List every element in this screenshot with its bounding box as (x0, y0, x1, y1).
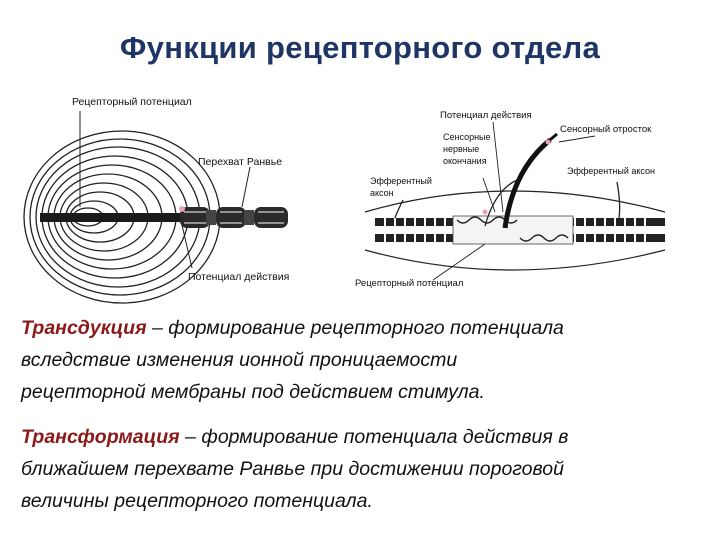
label-receptor-potential-right: Рецепторный потенциал (355, 278, 463, 289)
transformation-line-1: – формирование потенциала действия в (180, 426, 569, 448)
transformation-term: Трансформация (21, 426, 180, 448)
transformation-line-2: ближайшем перехвате Ранвье при достижени… (21, 458, 564, 480)
label-sensory-endings-1: Сенсорные (443, 132, 491, 142)
label-action-potential-right: Потенциал действия (440, 110, 532, 121)
transduction-term: Трансдукция (21, 317, 147, 339)
label-ranvier-node: Перехват Ранвье (198, 156, 282, 168)
label-receptor-potential: Рецепторный потенциал (72, 96, 192, 108)
label-efferent-left-1: Эфферентный (370, 176, 432, 186)
page-title: Функции рецепторного отдела (0, 30, 720, 66)
label-sensory-endings-2: нервные (443, 144, 479, 154)
label-efferent-right: Эфферентный аксон (567, 166, 655, 176)
muscle-spindle-figure: Потенциал действия Сенсорный отросток Се… (345, 100, 680, 300)
label-action-potential: Потенциал действия (188, 271, 289, 283)
pacinian-corpuscle-figure: Рецепторный потенциал Перехват Ранвье По… (10, 85, 330, 305)
transduction-line-2: вследствие изменения ионной проницаемост… (21, 349, 457, 371)
muscle-spindle-diagram: Потенциал действия Сенсорный отросток Се… (345, 100, 680, 300)
transduction-line-1: – формирование рецепторного потенциала (147, 317, 564, 339)
label-efferent-left-2: аксон (370, 188, 394, 198)
label-sensory-endings-3: окончания (443, 156, 487, 166)
transduction-paragraph: Трансдукция – формирование рецепторного … (21, 312, 701, 408)
transduction-line-3: рецепторной мембраны под действием стиму… (21, 381, 485, 403)
transformation-line-3: величины рецепторного потенциала. (21, 490, 373, 512)
label-sensory-process: Сенсорный отросток (560, 124, 652, 135)
transformation-paragraph: Трансформация – формирование потенциала … (21, 421, 701, 517)
pacinian-corpuscle-diagram: Рецепторный потенциал Перехват Ранвье По… (10, 85, 330, 305)
